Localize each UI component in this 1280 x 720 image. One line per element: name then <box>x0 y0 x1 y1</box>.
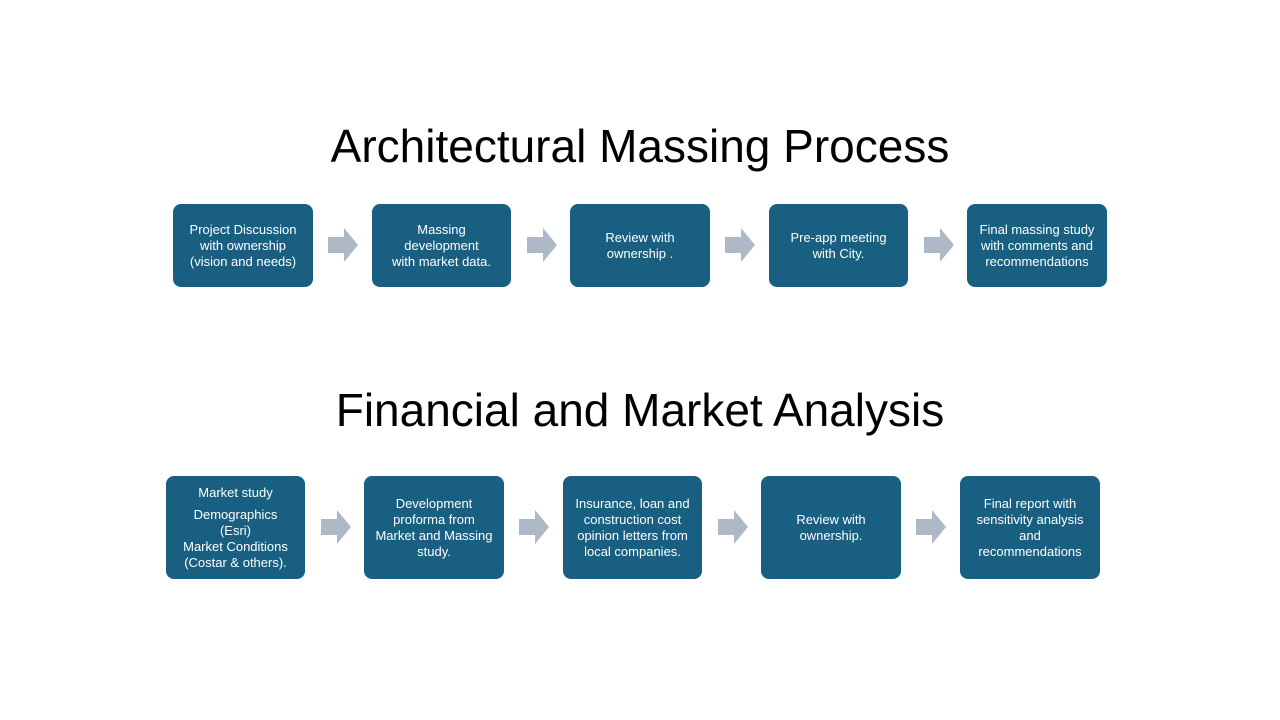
step-text: Review with <box>796 511 866 527</box>
process-step-2: Development proforma from Market and Mas… <box>364 476 504 579</box>
process-step-5: Final massing study with comments and re… <box>967 204 1107 287</box>
step-text: Massing <box>417 221 466 237</box>
process-step-5: Final report with sensitivity analysis a… <box>960 476 1100 579</box>
step-text: Project Discussion <box>189 221 297 237</box>
step-text: study. <box>417 543 451 559</box>
step-text: ownership . <box>606 245 674 261</box>
process-step-2: Massing development with market data. <box>372 204 511 287</box>
step-text: construction cost <box>583 511 682 527</box>
process-step-1: Project Discussion with ownership (visio… <box>173 204 313 287</box>
step-text: Market Conditions <box>183 538 288 554</box>
step-text: with ownership <box>200 237 286 253</box>
right-arrow-icon <box>321 510 351 544</box>
process-step-3: Review with ownership . <box>570 204 710 287</box>
step-text: with market data. <box>392 253 491 269</box>
step-text: opinion letters from <box>577 527 688 543</box>
step-text: Review with <box>605 229 675 245</box>
step-text: and <box>1019 527 1041 543</box>
step-text: Market and Massing <box>375 527 493 543</box>
process-step-3: Insurance, loan and construction cost op… <box>563 476 702 579</box>
right-arrow-icon <box>924 228 954 262</box>
step-text: Development <box>395 495 473 511</box>
process-step-1: Market study Demographics (Esri) Market … <box>166 476 305 579</box>
step-text: (Costar & others). <box>184 554 287 570</box>
step-text: (vision and needs) <box>189 253 297 269</box>
step-text: proforma from <box>393 511 475 527</box>
step-text: Final massing study <box>979 221 1095 237</box>
right-arrow-icon <box>328 228 358 262</box>
step-text: Pre-app meeting <box>790 229 887 245</box>
step-text: with comments and <box>981 237 1093 253</box>
step-text: Final report with <box>983 495 1077 511</box>
step-text: ownership. <box>799 527 863 543</box>
step-text: Demographics <box>193 506 278 522</box>
step-text: recommendations <box>985 253 1089 269</box>
process-step-4: Pre-app meeting with City. <box>769 204 908 287</box>
step-text: Market study <box>198 484 273 500</box>
section-title: Financial and Market Analysis <box>335 384 945 436</box>
step-text: recommendations <box>978 543 1082 559</box>
step-text: development <box>404 237 479 253</box>
right-arrow-icon <box>725 228 755 262</box>
right-arrow-icon <box>519 510 549 544</box>
right-arrow-icon <box>916 510 946 544</box>
process-step-4: Review with ownership. <box>761 476 901 579</box>
step-text: (Esri) <box>219 522 252 538</box>
step-text: Insurance, loan and <box>575 495 690 511</box>
step-text: sensitivity analysis <box>976 511 1084 527</box>
step-text: local companies. <box>584 543 681 559</box>
right-arrow-icon <box>718 510 748 544</box>
section-title: Architectural Massing Process <box>330 120 950 172</box>
right-arrow-icon <box>527 228 557 262</box>
step-text: with City. <box>812 245 865 261</box>
